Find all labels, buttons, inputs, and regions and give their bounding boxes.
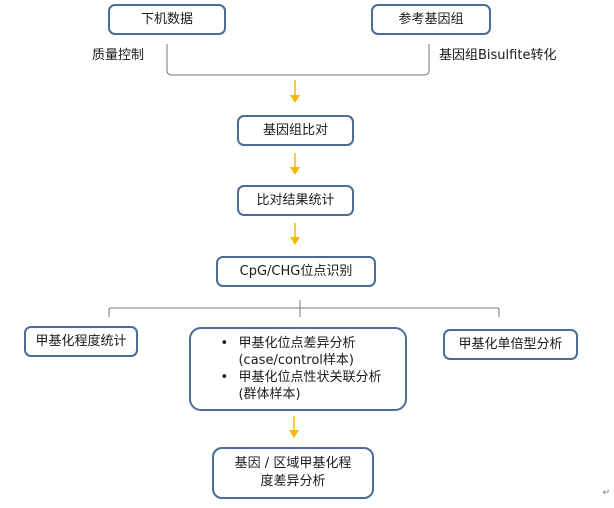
site-analysis-item-title: 甲基化位点性状关联分析 xyxy=(238,370,382,385)
node-haplotype-analysis-label: 甲基化单倍型分析 xyxy=(458,336,563,352)
paragraph-mark-icon: ↵ xyxy=(602,488,610,498)
arrow-1 xyxy=(290,80,300,103)
branch-connector xyxy=(108,307,500,317)
node-methylation-level-stats-label: 甲基化程度统计 xyxy=(35,333,127,349)
bullet-icon: • xyxy=(220,336,229,351)
node-region-diff-analysis-line2: 度差异分析 xyxy=(260,474,326,489)
site-analysis-item-title: 甲基化位点差异分析 xyxy=(238,336,356,351)
edge-label-bisulfite-conversion: 基因组Bisulfite转化 xyxy=(439,48,557,63)
node-methylation-level-stats: 甲基化程度统计 xyxy=(24,326,138,357)
site-analysis-item-subtitle: (case/control样本) xyxy=(238,353,354,368)
bullet-icon: • xyxy=(220,370,229,385)
edge-label-quality-control: 质量控制 xyxy=(92,48,145,63)
node-raw-data: 下机数据 xyxy=(108,4,226,35)
site-analysis-list: • 甲基化位点差异分析 (case/control样本) • 甲基化位点性状关联… xyxy=(214,335,381,403)
node-raw-data-label: 下机数据 xyxy=(140,11,193,27)
node-site-identification: CpG/CHG位点识别 xyxy=(216,256,376,287)
node-reference-genome-label: 参考基因组 xyxy=(398,11,464,27)
node-site-identification-label: CpG/CHG位点识别 xyxy=(239,263,353,279)
arrow-4 xyxy=(289,416,299,438)
node-alignment-stats: 比对结果统计 xyxy=(237,185,354,216)
node-haplotype-analysis: 甲基化单倍型分析 xyxy=(443,329,578,360)
node-region-diff-analysis-line1: 基因 / 区域甲基化程 xyxy=(234,456,352,471)
arrow-3 xyxy=(290,223,300,245)
site-analysis-item: • 甲基化位点性状关联分析 (群体样本) xyxy=(214,369,381,403)
arrow-2 xyxy=(290,153,300,175)
node-genome-alignment: 基因组比对 xyxy=(237,115,354,146)
site-analysis-item: • 甲基化位点差异分析 (case/control样本) xyxy=(214,335,381,369)
node-reference-genome: 参考基因组 xyxy=(371,4,491,35)
node-alignment-stats-label: 比对结果统计 xyxy=(256,192,335,208)
node-region-diff-analysis: 基因 / 区域甲基化程 度差异分析 xyxy=(212,447,374,499)
site-analysis-item-subtitle: (群体样本) xyxy=(238,387,301,402)
merge-bracket xyxy=(166,44,430,76)
node-genome-alignment-label: 基因组比对 xyxy=(262,122,328,138)
node-site-analysis: • 甲基化位点差异分析 (case/control样本) • 甲基化位点性状关联… xyxy=(189,327,407,411)
